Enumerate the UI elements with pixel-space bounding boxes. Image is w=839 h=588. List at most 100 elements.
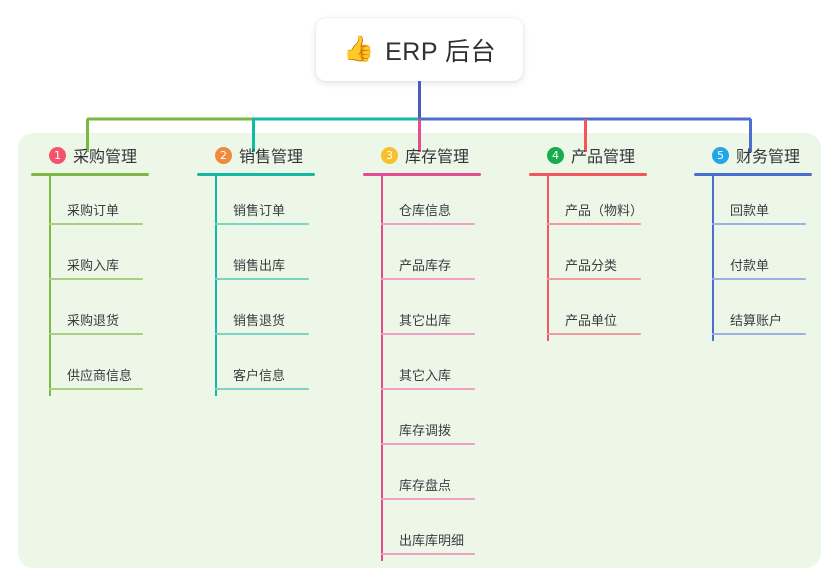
- leaf-item[interactable]: 产品分类: [529, 231, 647, 286]
- column-header-5[interactable]: 5 财务管理: [694, 142, 812, 168]
- leaf-item-label: 销售退货: [233, 313, 286, 328]
- leaf-item-underline: [215, 333, 309, 335]
- leaf-item[interactable]: 出库库明细: [363, 506, 481, 561]
- root-title: ERP 后台: [385, 37, 497, 66]
- column-spine: [547, 176, 549, 341]
- leaf-item[interactable]: 销售订单: [197, 176, 315, 231]
- leaf-item-label: 其它出库: [399, 313, 452, 328]
- leaf-item[interactable]: 库存调拨: [363, 396, 481, 451]
- leaf-item[interactable]: 其它出库: [363, 286, 481, 341]
- leaf-item-underline: [49, 278, 143, 280]
- column-items: 采购订单采购入库采购退货供应商信息: [31, 176, 149, 396]
- leaf-item[interactable]: 销售出库: [197, 231, 315, 286]
- column-rule: [363, 173, 481, 176]
- column-title: 销售管理: [239, 149, 304, 166]
- leaf-item-underline: [381, 223, 475, 225]
- leaf-item-label: 库存盘点: [399, 478, 452, 493]
- leaf-item[interactable]: 库存盘点: [363, 451, 481, 506]
- leaf-item[interactable]: 回款单: [694, 176, 812, 231]
- leaf-item-label: 客户信息: [233, 368, 286, 383]
- leaf-item-label: 采购订单: [67, 203, 120, 218]
- column-rule: [31, 173, 149, 176]
- leaf-item[interactable]: 采购退货: [31, 286, 149, 341]
- leaf-item-label: 仓库信息: [399, 203, 452, 218]
- column-header-1[interactable]: 1 采购管理: [31, 142, 149, 168]
- column-items: 销售订单销售出库销售退货客户信息: [197, 176, 315, 396]
- root-node[interactable]: 👍 ERP 后台: [316, 18, 523, 81]
- column-title: 产品管理: [571, 149, 636, 166]
- leaf-item-label: 销售出库: [233, 258, 286, 273]
- leaf-item-underline: [712, 333, 806, 335]
- leaf-item-label: 出库库明细: [399, 533, 465, 548]
- column-spine: [215, 176, 217, 396]
- leaf-item-underline: [712, 278, 806, 280]
- leaf-item-label: 产品（物料）: [565, 203, 644, 218]
- column-index-badge: 2: [215, 146, 232, 164]
- leaf-item-label: 付款单: [730, 258, 770, 273]
- column-rule: [694, 173, 812, 176]
- leaf-item-label: 供应商信息: [67, 368, 133, 383]
- column-rule: [529, 173, 647, 176]
- column-spine: [712, 176, 714, 341]
- leaf-item-underline: [381, 388, 475, 390]
- leaf-item-underline: [381, 278, 475, 280]
- leaf-item-label: 产品分类: [565, 258, 618, 273]
- leaf-item[interactable]: 产品单位: [529, 286, 647, 341]
- leaf-item-label: 产品单位: [565, 313, 618, 328]
- leaf-item-label: 回款单: [730, 203, 770, 218]
- leaf-item-label: 产品库存: [399, 258, 452, 273]
- leaf-item[interactable]: 其它入库: [363, 341, 481, 396]
- leaf-item-underline: [49, 388, 143, 390]
- leaf-item-underline: [215, 223, 309, 225]
- leaf-item[interactable]: 付款单: [694, 231, 812, 286]
- column-rule: [197, 173, 315, 176]
- column-index-badge: 4: [547, 146, 564, 164]
- leaf-item-label: 结算账户: [730, 313, 783, 328]
- leaf-item[interactable]: 供应商信息: [31, 341, 149, 396]
- leaf-item[interactable]: 采购订单: [31, 176, 149, 231]
- leaf-item-label: 库存调拨: [399, 423, 452, 438]
- column-4: 4 产品管理产品（物料） 产品分类产品单位: [529, 142, 647, 341]
- column-index-badge: 1: [49, 146, 66, 164]
- column-items: 回款单付款单结算账户: [694, 176, 812, 341]
- leaf-item-underline: [215, 278, 309, 280]
- leaf-item-underline: [547, 278, 641, 280]
- leaf-item-label: 采购入库: [67, 258, 120, 273]
- leaf-item[interactable]: 产品库存: [363, 231, 481, 286]
- leaf-item[interactable]: 产品（物料）: [529, 176, 647, 231]
- column-title: 财务管理: [736, 149, 801, 166]
- leaf-item[interactable]: 销售退货: [197, 286, 315, 341]
- column-items: 仓库信息产品库存其它出库其它入库库存调拨库存盘点出库库明细: [363, 176, 481, 561]
- leaf-item-underline: [381, 553, 475, 555]
- leaf-item[interactable]: 采购入库: [31, 231, 149, 286]
- leaf-item-underline: [712, 223, 806, 225]
- content-panel: [18, 133, 821, 568]
- column-title: 采购管理: [73, 149, 138, 166]
- column-5: 5 财务管理回款单付款单结算账户: [694, 142, 812, 341]
- column-header-4[interactable]: 4 产品管理: [529, 142, 647, 168]
- leaf-item[interactable]: 客户信息: [197, 341, 315, 396]
- thumbs-up-icon: 👍: [342, 35, 375, 63]
- column-items: 产品（物料） 产品分类产品单位: [529, 176, 647, 341]
- leaf-item-label: 销售订单: [233, 203, 286, 218]
- leaf-item-underline: [547, 223, 641, 225]
- column-header-2[interactable]: 2 销售管理: [197, 142, 315, 168]
- leaf-item-underline: [381, 498, 475, 500]
- column-index-badge: 5: [712, 146, 729, 164]
- leaf-item-label: 其它入库: [399, 368, 452, 383]
- leaf-item[interactable]: 仓库信息: [363, 176, 481, 231]
- column-spine: [49, 176, 51, 396]
- leaf-item-underline: [381, 443, 475, 445]
- leaf-item-underline: [381, 333, 475, 335]
- leaf-item-label: 采购退货: [67, 313, 120, 328]
- leaf-item-underline: [215, 388, 309, 390]
- column-index-badge: 3: [381, 146, 398, 164]
- leaf-item-underline: [49, 333, 143, 335]
- leaf-item-underline: [547, 333, 641, 335]
- column-2: 2 销售管理销售订单销售出库销售退货客户信息: [197, 142, 315, 396]
- leaf-item[interactable]: 结算账户: [694, 286, 812, 341]
